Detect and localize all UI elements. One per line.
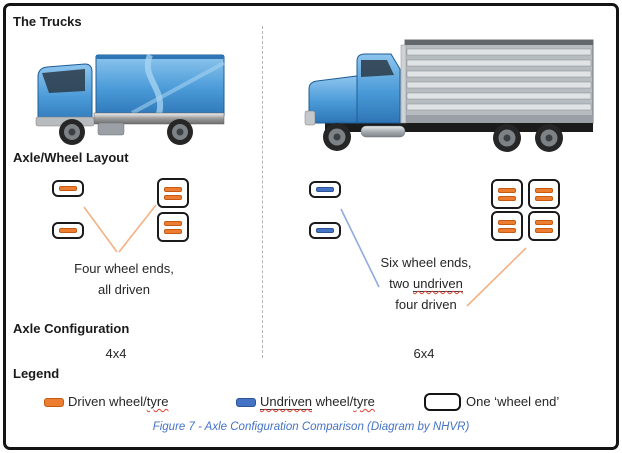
left-annotation-line1: Four wheel ends, xyxy=(74,261,174,276)
wheel-end-driven-single xyxy=(52,222,84,239)
driven-wheel-icon xyxy=(498,219,516,225)
driven-wheel-icon xyxy=(59,186,77,191)
driven-wheel-icon xyxy=(535,187,553,193)
stock-crate-truck-icon xyxy=(304,39,594,152)
undriven-wheel-swatch-icon xyxy=(236,398,256,407)
axle-config-right-value: 6x4 xyxy=(413,346,435,361)
spellcheck-word: undriven xyxy=(412,276,463,291)
trucks-heading: The Trucks xyxy=(13,14,82,29)
right-annotation-line2-prefix: two xyxy=(389,276,413,291)
undriven-wheel-icon xyxy=(316,228,334,233)
right-annotation-line3: four driven xyxy=(395,297,457,312)
wheel-end-driven-dual xyxy=(528,179,560,209)
axle-config-left-value: 4x4 xyxy=(105,346,127,361)
left-annotation-line2: all driven xyxy=(97,282,151,297)
spellcheck-word: Undriven xyxy=(260,394,313,409)
driven-wheel-icon xyxy=(59,228,77,233)
box-truck-icon xyxy=(35,53,225,145)
driven-wheel-icon xyxy=(535,195,553,201)
legend-row: Driven wheel/tyre Undriven wheel/tyre On… xyxy=(0,393,622,415)
wheel-end-driven-dual xyxy=(491,179,523,209)
wheel-end-box-icon xyxy=(424,393,461,411)
right-annotation-line2: two undriven xyxy=(350,273,502,294)
legend-undriven-label: Undriven wheel/tyre xyxy=(260,394,375,410)
driven-wheel-icon xyxy=(535,219,553,225)
legend-undriven-text: wheel/ xyxy=(312,394,354,409)
wheel-end-driven-dual xyxy=(157,178,189,208)
panel-divider xyxy=(262,26,263,358)
right-annotation: Six wheel ends, two undriven four driven xyxy=(350,252,502,315)
wheel-end-driven-dual xyxy=(491,211,523,241)
driven-wheel-icon xyxy=(164,228,182,234)
undriven-wheel-icon xyxy=(316,187,334,192)
driven-wheel-icon xyxy=(498,195,516,201)
underlined-word: Undriven xyxy=(260,394,313,410)
driven-wheel-icon xyxy=(535,227,553,233)
axle-wheel-layout-heading: Axle/Wheel Layout xyxy=(13,150,129,165)
driven-wheel-swatch-icon xyxy=(44,398,64,407)
wheel-end-driven-dual xyxy=(157,212,189,242)
figure-caption: Figure 7 - Axle Configuration Comparison… xyxy=(152,421,470,433)
legend-heading: Legend xyxy=(13,366,60,381)
axle-configuration-heading: Axle Configuration xyxy=(13,321,130,336)
driven-wheel-icon xyxy=(498,227,516,233)
driven-wheel-icon xyxy=(498,187,516,193)
underlined-word: undriven xyxy=(412,276,463,292)
wheel-end-driven-single xyxy=(52,180,84,197)
driven-wheel-icon xyxy=(164,186,182,192)
driven-wheel-icon xyxy=(164,220,182,226)
legend-wheel-end-label: One ‘wheel end’ xyxy=(466,394,560,409)
spellcheck-word: tyre xyxy=(146,394,169,409)
wheel-end-driven-dual xyxy=(528,211,560,241)
wheel-end-undriven-single xyxy=(309,222,341,239)
legend-driven-text: Driven wheel/ xyxy=(68,394,147,409)
driven-wheel-icon xyxy=(164,194,182,200)
legend-driven-label: Driven wheel/tyre xyxy=(68,394,168,409)
right-annotation-line1: Six wheel ends, xyxy=(380,255,472,270)
left-annotation: Four wheel ends, all driven xyxy=(40,258,208,300)
spellcheck-word: tyre xyxy=(353,394,375,409)
wheel-end-undriven-single xyxy=(309,181,341,198)
